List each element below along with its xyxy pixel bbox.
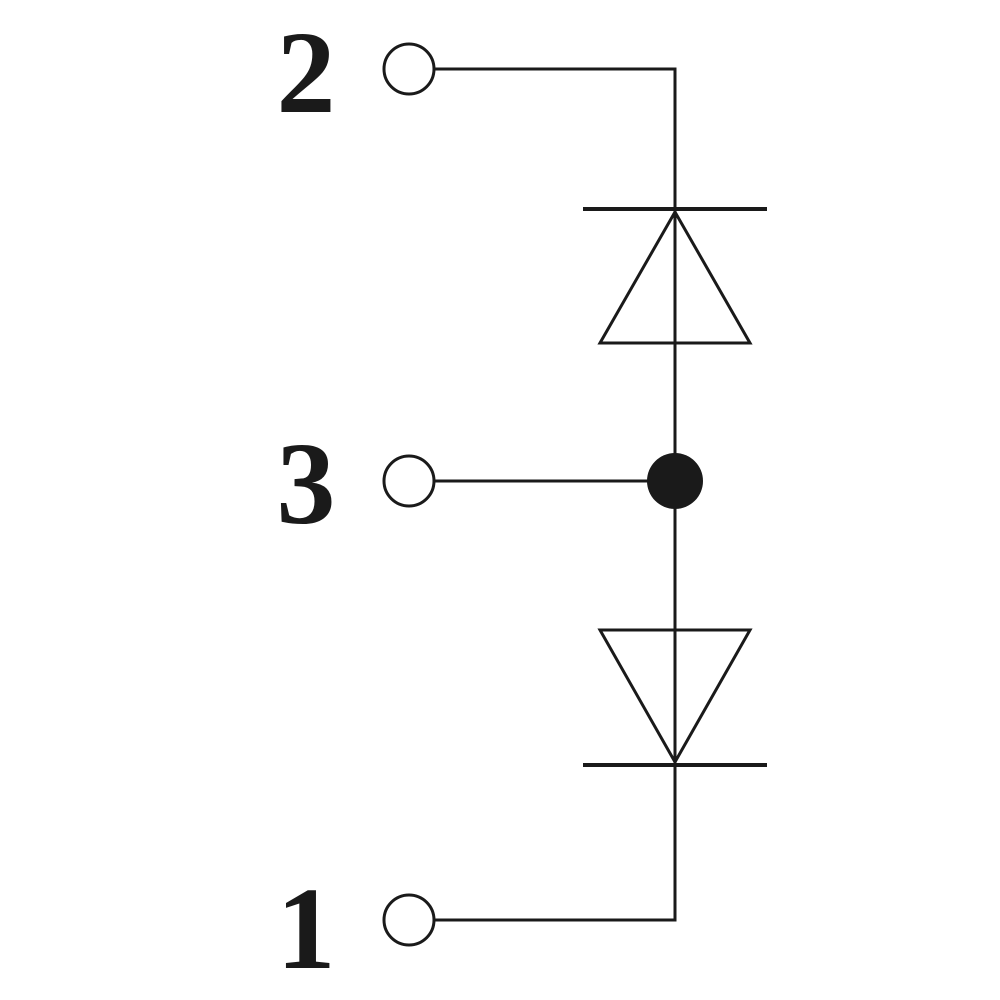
wire-pin-2 [435, 67, 677, 212]
pin-label-3: 3 [277, 418, 336, 549]
terminal-pin-3 [382, 454, 436, 508]
diode-lower [583, 628, 767, 767]
wire-pin-1 [435, 765, 677, 922]
diode-upper-triangle [597, 208, 753, 345]
pin-label-2: 2 [277, 7, 336, 138]
junction-dot [647, 453, 703, 509]
terminal-pin-2 [382, 42, 436, 96]
terminal-pin-1 [382, 893, 436, 947]
pin-label-1: 1 [277, 863, 336, 994]
diode-lower-triangle [597, 628, 753, 766]
diode-upper [583, 207, 767, 345]
